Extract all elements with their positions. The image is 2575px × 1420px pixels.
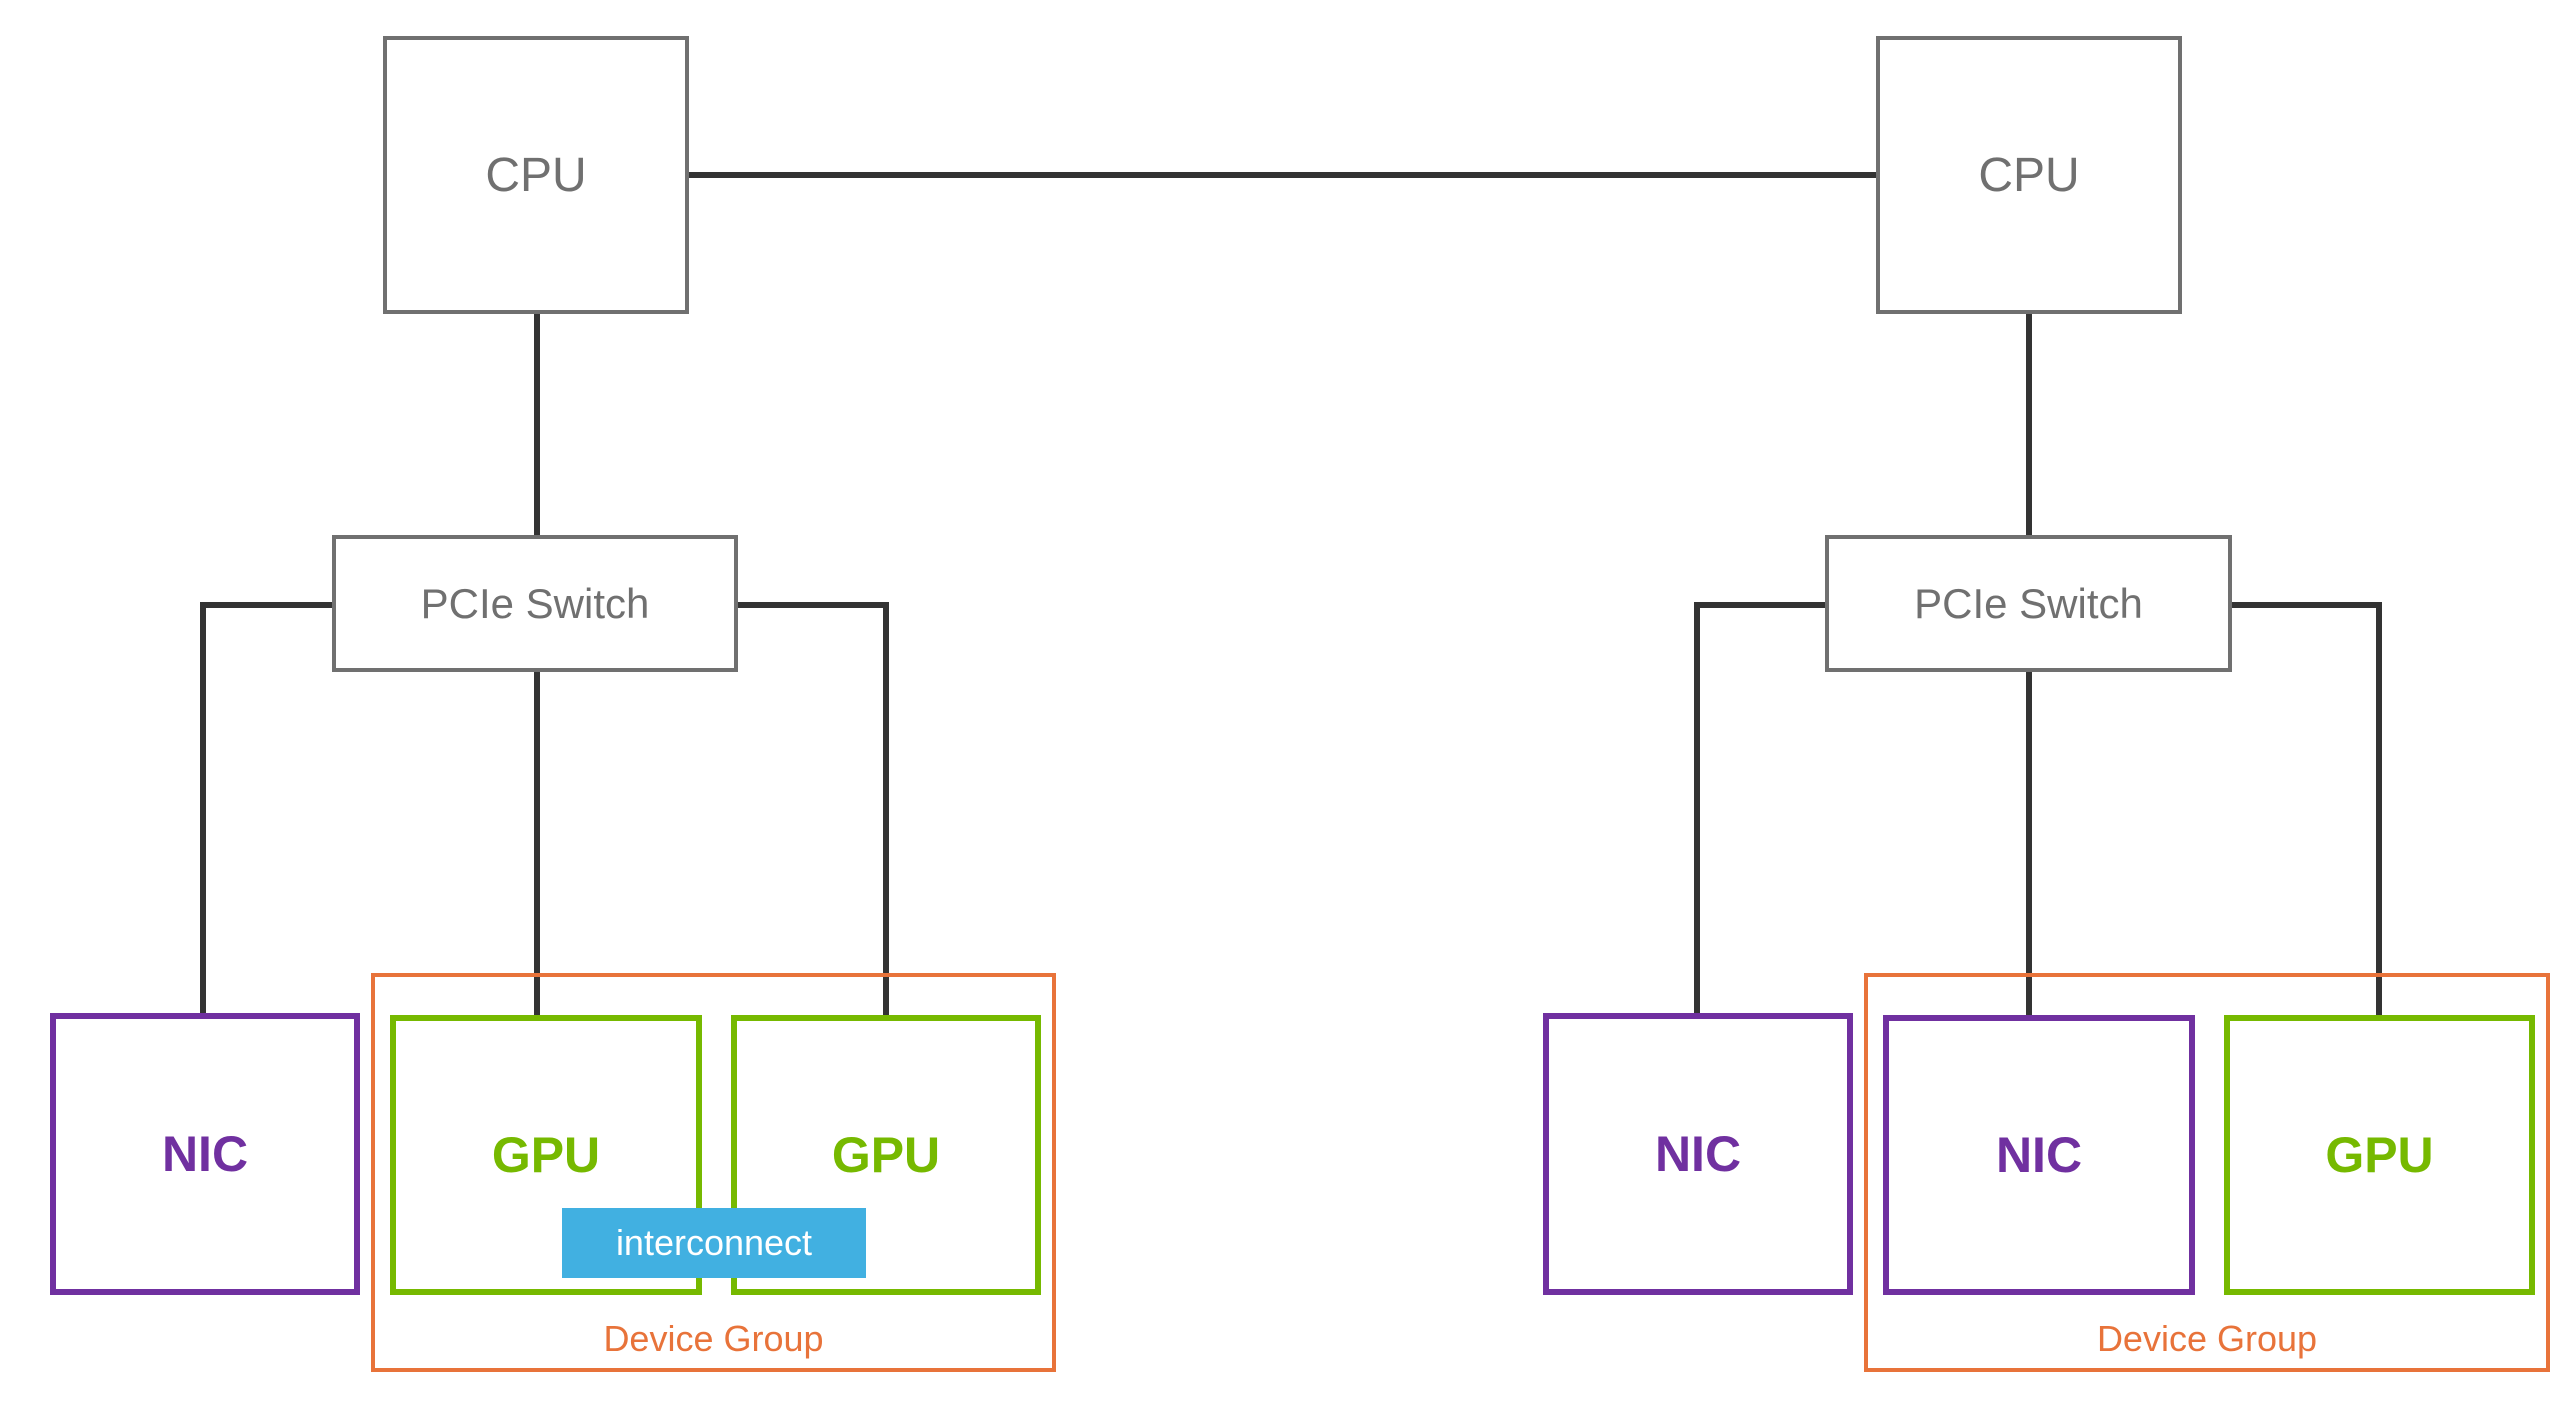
cpu-box: CPU [383,36,689,314]
pcie-switch-box: PCIe Switch [332,535,738,672]
device-group: Device Group [371,973,1056,1372]
right-switch-gpu-link [2230,602,2382,1017]
cpu-box: CPU [1876,36,2182,314]
left-switch-gpu2-link [737,602,889,1017]
left-switch-nic-link [200,602,333,1013]
pcie-switch-box: PCIe Switch [1825,535,2232,672]
interconnect-badge: interconnect [562,1208,866,1278]
nic-box: NIC [1883,1015,2195,1295]
device-group-label: Device Group [2096,1318,2318,1359]
nic-box: NIC [50,1013,360,1295]
right-switch-nic-link [1694,602,1826,1013]
device-group-label: Device Group [603,1318,824,1359]
nic-box: NIC [1543,1013,1853,1295]
device-group: Device Group [1864,973,2550,1372]
gpu-box: GPU [2224,1015,2535,1295]
